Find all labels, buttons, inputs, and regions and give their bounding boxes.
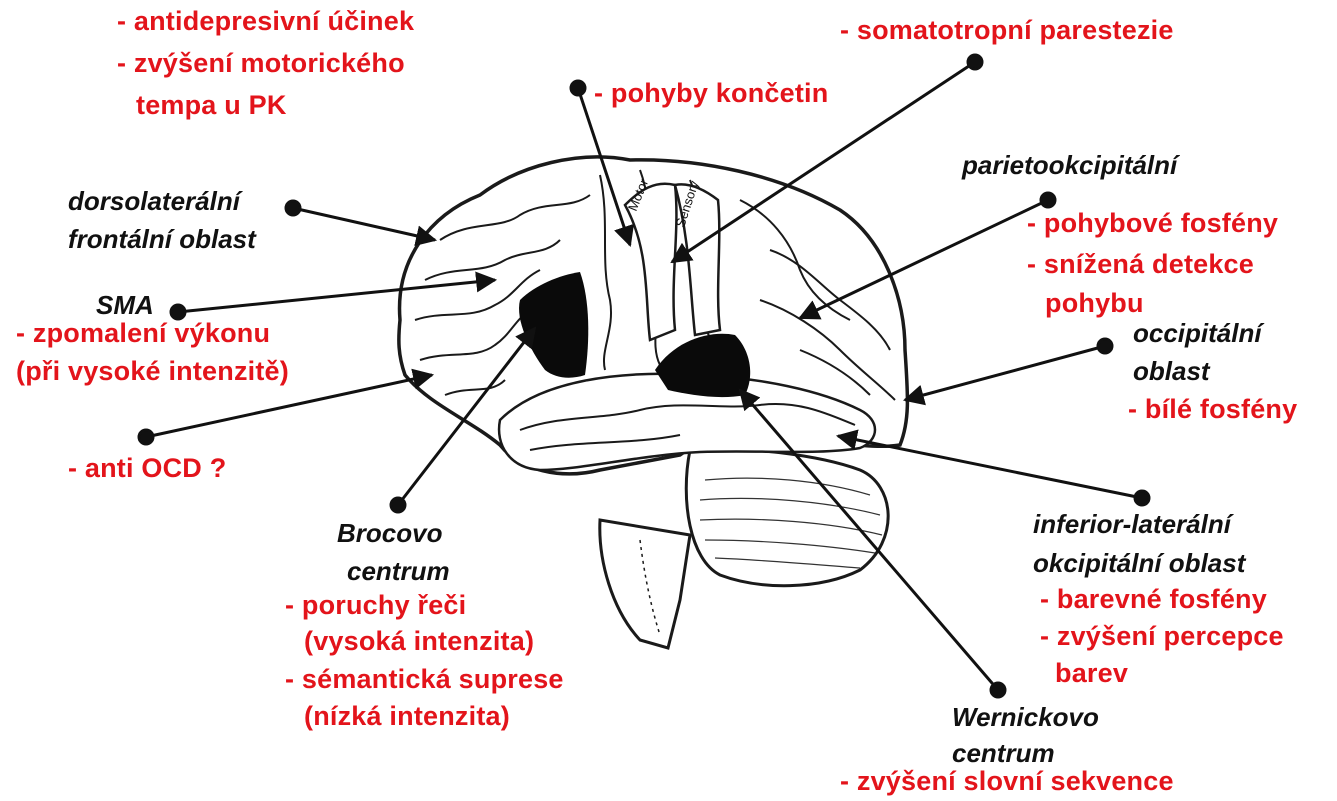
brain-stem bbox=[600, 520, 690, 648]
ilo-effect-3: barev bbox=[1055, 660, 1128, 687]
ilo-effect-1: - barevné fosfény bbox=[1040, 586, 1267, 613]
ilo-effect-2: - zvýšení percepce bbox=[1040, 623, 1284, 650]
wernicke-name-line1: Wernickovo bbox=[952, 704, 1099, 730]
dlpfc-effect-2: - zvýšení motorického bbox=[117, 50, 405, 77]
somatosensory-effect: - somatotropní parestezie bbox=[840, 17, 1174, 44]
ilo-name-line2: okcipitální oblast bbox=[1033, 550, 1245, 576]
broca-name-line1: Brocovo bbox=[337, 520, 442, 546]
wernicke-name-line2: centrum bbox=[952, 740, 1055, 766]
wernicke-effect: - zvýšení slovní sekvence bbox=[840, 768, 1174, 795]
broca-effect-2: (vysoká intenzita) bbox=[304, 628, 534, 655]
broca-name-line2: centrum bbox=[347, 558, 450, 584]
dlpfc-effect-3: tempa u PK bbox=[136, 92, 287, 119]
motor-effect: - pohyby končetin bbox=[594, 80, 828, 107]
occipital-name-line1: occipitální bbox=[1133, 320, 1262, 346]
broca-effect-1: - poruchy řeči bbox=[285, 592, 466, 619]
occipital-name-line2: oblast bbox=[1133, 358, 1210, 384]
sma-effect-2: (při vysoké intenzitě) bbox=[16, 358, 289, 385]
parietooccipital-effect-2: - snížená detekce bbox=[1027, 251, 1254, 278]
ilo-name-line1: inferior-laterální bbox=[1033, 511, 1231, 537]
dlpfc-effect-1: - antidepresivní účinek bbox=[117, 8, 414, 35]
parietooccipital-effect-3: pohybu bbox=[1045, 290, 1144, 317]
sma-name: SMA bbox=[96, 292, 154, 318]
parietooccipital-effect-1: - pohybové fosfény bbox=[1027, 210, 1278, 237]
cerebellum bbox=[686, 449, 888, 586]
broca-effect-3: - sémantická suprese bbox=[285, 666, 564, 693]
frontal-pole-effect: - anti OCD ? bbox=[68, 455, 226, 482]
sma-effect-1: - zpomalení výkonu bbox=[16, 320, 270, 347]
occipital-effect: - bílé fosfény bbox=[1128, 396, 1297, 423]
parietooccipital-name: parietookcipitální bbox=[962, 152, 1177, 178]
dlpfc-name-line2: frontální oblast bbox=[68, 226, 256, 252]
dlpfc-name-line1: dorsolaterální bbox=[68, 188, 240, 214]
broca-effect-4: (nízká intenzita) bbox=[304, 703, 510, 730]
